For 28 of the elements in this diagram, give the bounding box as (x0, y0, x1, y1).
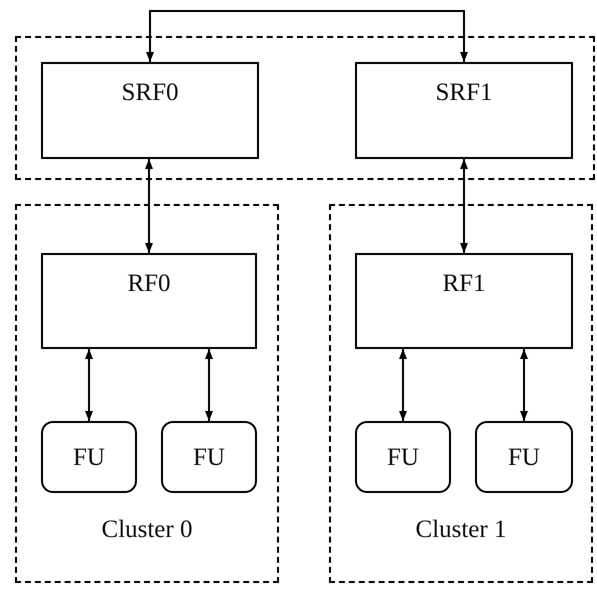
functional-unit-box (475, 421, 573, 493)
block-label: SRF1 (436, 79, 492, 107)
functional-unit-box (355, 421, 451, 493)
block-label: FU (508, 444, 540, 472)
dashed-group-box (15, 36, 595, 180)
functional-unit-box (41, 421, 137, 493)
register-file-box (41, 62, 259, 159)
cluster-label: Cluster 1 (416, 516, 506, 544)
block-label: FU (387, 444, 419, 472)
arrow (85, 349, 93, 421)
block-label: SRF0 (122, 79, 178, 107)
cluster-label: Cluster 0 (102, 516, 192, 544)
arrow (205, 349, 213, 421)
cluster-box (329, 204, 593, 583)
arrow (399, 349, 407, 421)
arrow (520, 349, 528, 421)
functional-unit-box (161, 421, 257, 493)
block-label: FU (73, 444, 105, 472)
register-file-box (355, 62, 573, 159)
block-label: RF0 (127, 270, 171, 298)
block-label: FU (193, 444, 225, 472)
arrow (145, 159, 153, 253)
arrow (146, 10, 468, 62)
register-file-box (41, 253, 257, 349)
register-file-box (355, 253, 573, 349)
block-label: RF1 (442, 270, 486, 298)
arrow (460, 159, 468, 253)
cluster-box (15, 204, 279, 583)
